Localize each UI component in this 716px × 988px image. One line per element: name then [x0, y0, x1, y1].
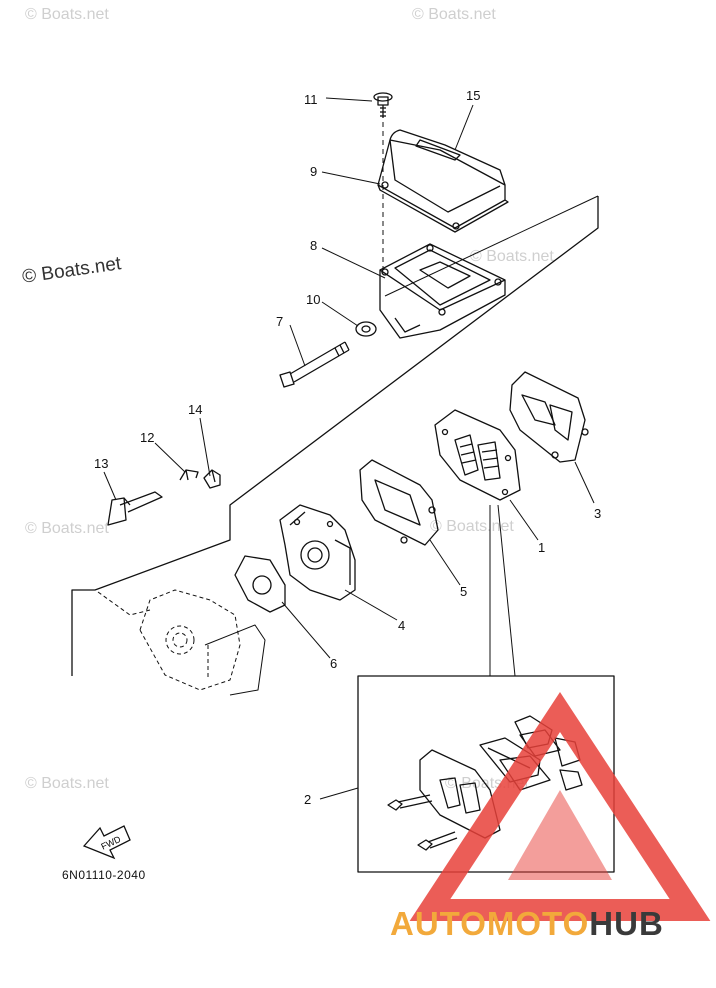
callout-6: 6	[330, 656, 337, 671]
intake-manifold-4	[279, 504, 356, 601]
brand-part1: AUTOMOTO	[390, 905, 590, 942]
gasket-5	[359, 459, 439, 546]
lever-13	[107, 491, 163, 526]
callout-11: 11	[304, 92, 318, 107]
brand-part2: HUB	[589, 905, 664, 942]
callout-7: 7	[276, 314, 283, 329]
bolt-7	[279, 341, 350, 388]
bracket-12	[179, 469, 199, 481]
gasket-3	[509, 371, 589, 463]
callout-2: 2	[304, 792, 311, 807]
watermark: © Boats.net	[430, 518, 514, 535]
callout-9: 9	[310, 164, 317, 179]
watermark: © Boats.net	[25, 775, 109, 792]
inset-box-2	[357, 675, 615, 873]
brand-wordmark: AUTOMOTOHUB	[390, 905, 664, 943]
automotohub-logo-icon	[409, 691, 711, 921]
reed-valve-plate-1	[434, 409, 521, 501]
callout-15: 15	[466, 88, 480, 103]
callout-10: 10	[306, 292, 320, 307]
screw-11	[373, 92, 393, 118]
watermark: © Boats.net	[412, 6, 496, 23]
callout-14: 14	[188, 402, 202, 417]
callout-13: 13	[94, 456, 108, 471]
diagram-code: 6N01110-2040	[62, 868, 146, 882]
callout-1: 1	[538, 540, 545, 555]
base-8	[379, 243, 506, 339]
gasket-6	[234, 555, 286, 613]
cover-9	[377, 129, 509, 233]
carburetor-outline	[97, 589, 266, 696]
callout-5: 5	[460, 584, 467, 599]
grommet-10	[355, 321, 377, 337]
callout-12: 12	[140, 430, 154, 445]
callout-3: 3	[594, 506, 601, 521]
watermark: © Boats.net	[25, 6, 109, 23]
fwd-arrow-icon	[82, 825, 131, 860]
callout-4: 4	[398, 618, 405, 633]
callout-8: 8	[310, 238, 317, 253]
watermark: © Boats.net	[470, 248, 554, 265]
assembly-boundary	[71, 196, 599, 676]
clip-14	[203, 469, 221, 489]
watermark: © Boats.net	[25, 520, 109, 537]
